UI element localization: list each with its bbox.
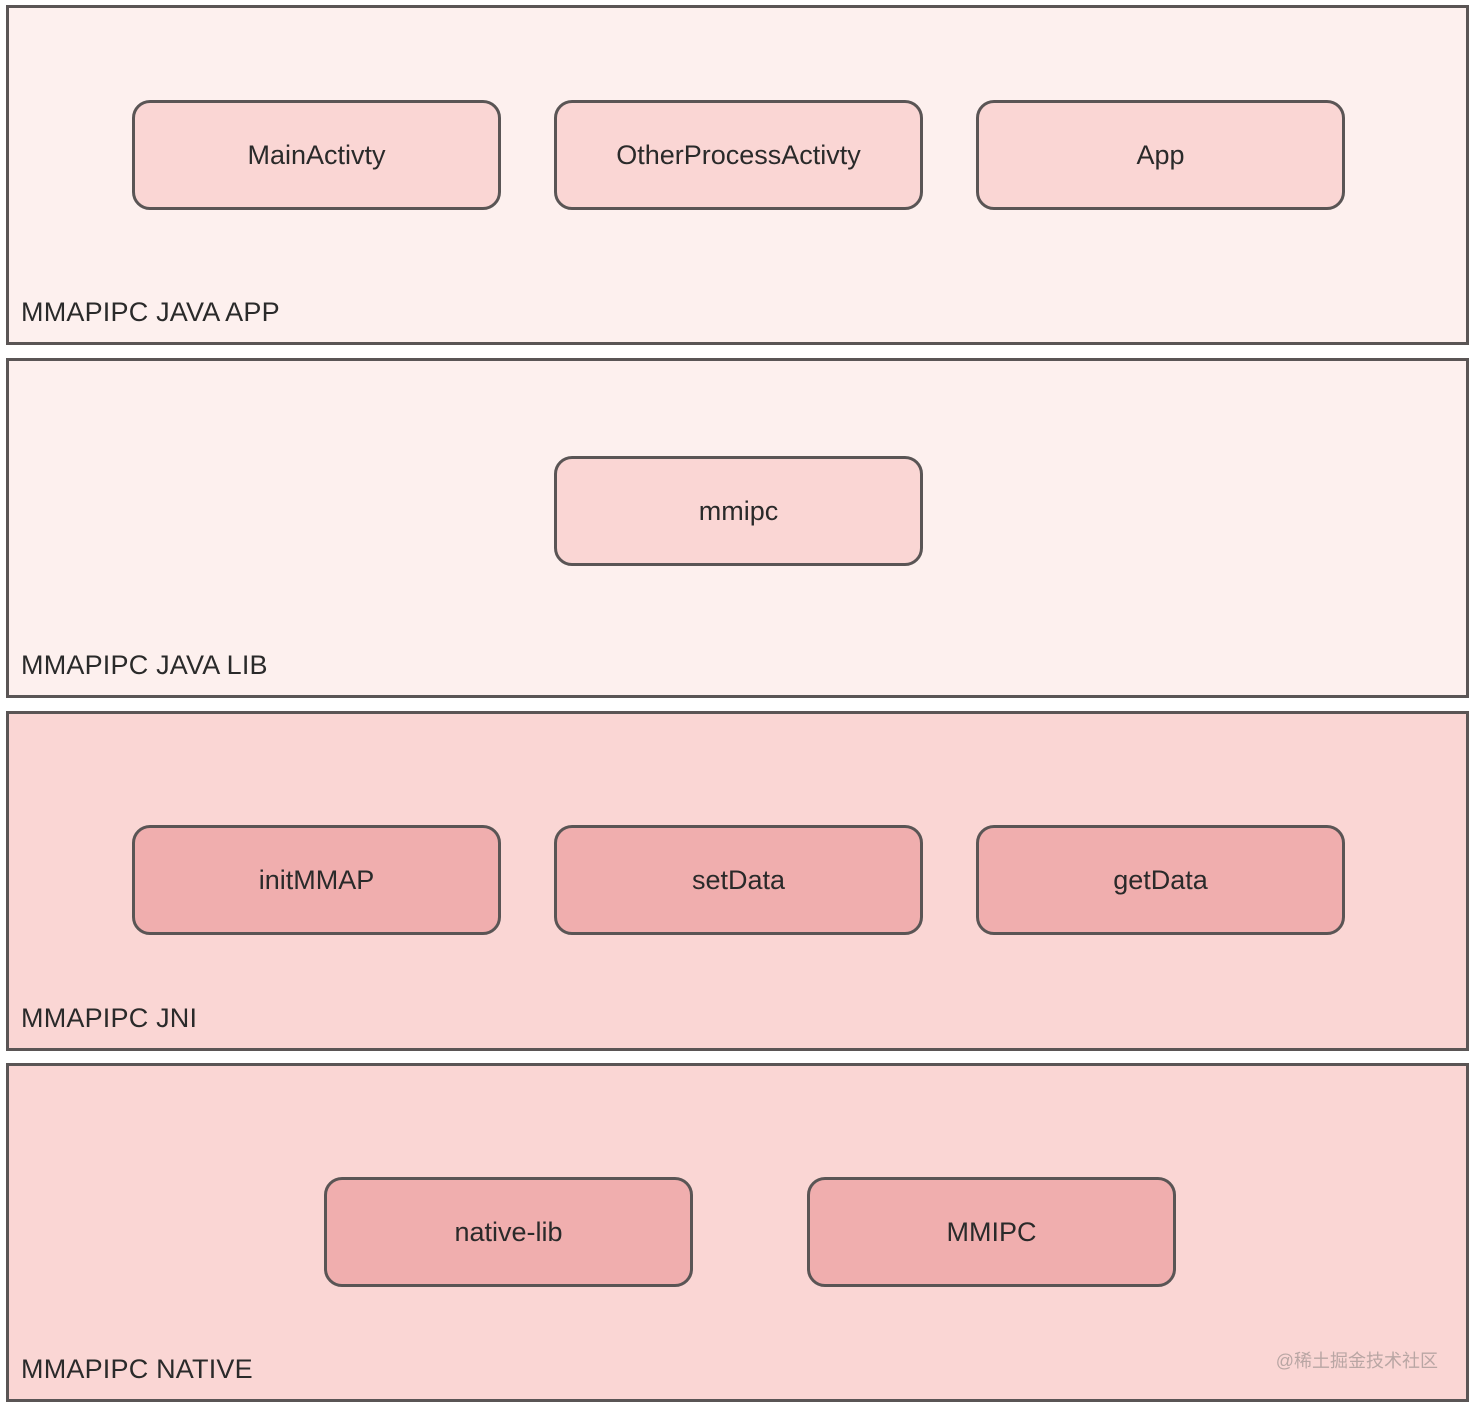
module-label: MMIPC xyxy=(946,1216,1037,1247)
module-mmipc-native: MMIPC xyxy=(807,1177,1176,1287)
module-label: native-lib xyxy=(454,1216,563,1247)
layer-label-jni: MMAPIPC JNI xyxy=(21,1003,198,1033)
module-label: App xyxy=(1136,139,1185,170)
module-label: mmipc xyxy=(698,495,779,526)
module-native-lib: native-lib xyxy=(324,1177,693,1287)
layer-java-app: MainActivty OtherProcessActivty App MMAP… xyxy=(6,5,1469,345)
module-other-process-activity: OtherProcessActivty xyxy=(554,100,923,210)
layer-native: native-lib MMIPC MMAPIPC NATIVE @稀土掘金技术社… xyxy=(6,1063,1469,1402)
watermark: @稀土掘金技术社区 xyxy=(1275,1351,1438,1371)
module-mmipc: mmipc xyxy=(554,456,923,566)
layer-label-native: MMAPIPC NATIVE xyxy=(21,1354,253,1384)
module-label: getData xyxy=(1113,864,1208,895)
module-label: OtherProcessActivty xyxy=(616,139,861,170)
module-set-data: setData xyxy=(554,825,923,935)
module-label: MainActivty xyxy=(247,139,386,170)
module-get-data: getData xyxy=(976,825,1345,935)
layer-jni: initMMAP setData getData MMAPIPC JNI xyxy=(6,711,1469,1051)
module-label: initMMAP xyxy=(258,864,375,895)
layer-label-java-lib: MMAPIPC JAVA LIB xyxy=(21,650,268,680)
module-main-activity: MainActivty xyxy=(132,100,501,210)
module-app: App xyxy=(976,100,1345,210)
module-init-mmap: initMMAP xyxy=(132,825,501,935)
layer-label-java-app: MMAPIPC JAVA APP xyxy=(21,297,280,327)
module-label: setData xyxy=(691,864,786,895)
layer-java-lib: mmipc MMAPIPC JAVA LIB xyxy=(6,358,1469,698)
